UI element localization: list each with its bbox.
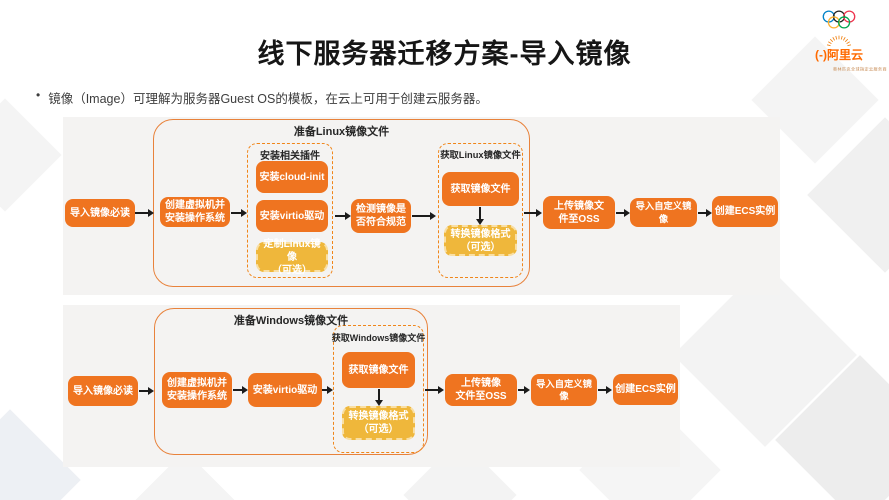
bullet-marker: • <box>36 88 41 102</box>
flow-arrow-right <box>518 389 524 391</box>
node-import-custom-image: 导入自定义镜像 <box>531 374 597 406</box>
node-install-cloud-init: 安装cloud-init <box>256 161 328 193</box>
flow-arrow-right <box>135 212 148 214</box>
flow-arrow-right <box>598 389 606 391</box>
brand-tagline: 奥林匹克全球指定云服务商 <box>833 67 888 72</box>
node-import-guide: 导入镜像必读 <box>68 376 138 406</box>
page-title: 线下服务器迁移方案-导入镜像 <box>257 39 632 69</box>
node-upload-oss: 上传镜像 文件至OSS <box>445 374 517 406</box>
node-customize-linux-image: 定制Linux镜像 （可选） <box>256 239 328 276</box>
node-import-guide: 导入镜像必读 <box>65 199 135 227</box>
flow-arrow-down <box>479 207 481 219</box>
plugins-group-label: 安装相关插件 <box>260 151 320 162</box>
flow-arrow-right <box>524 212 536 214</box>
node-create-vm: 创建虚拟机并 安装操作系统 <box>160 197 230 227</box>
flow-arrow-right <box>698 212 706 214</box>
windows-container <box>154 308 428 455</box>
flow-arrow-right <box>335 215 345 217</box>
decorative-diamond <box>0 98 62 212</box>
bullet-line: • 镜像（Image）可理解为服务器Guest OS的模板，在云上可用于创建云服… <box>36 88 488 107</box>
plugins-group <box>247 143 333 278</box>
node-create-ecs: 创建ECS实例 <box>712 196 778 227</box>
node-create-vm: 创建虚拟机并 安装操作系统 <box>162 372 232 408</box>
olympic-rings-icon <box>822 10 856 47</box>
windows-container-label: 准备Windows镜像文件 <box>233 315 349 327</box>
alibaba-cloud-logo: (-)阿里云 奥林匹克全球指定云服务商 <box>800 10 887 72</box>
node-check-image: 检测镜像是 否符合规范 <box>351 199 411 233</box>
node-convert-format: 转换镜像格式 （可选） <box>342 406 415 440</box>
acquire-windows-group-label: 获取Windows镜像文件 <box>331 333 426 343</box>
flow-arrow-right <box>425 389 438 391</box>
linux-container <box>153 119 530 287</box>
node-get-image-file: 获取镜像文件 <box>442 172 519 206</box>
flow-arrow-right <box>231 212 241 214</box>
acquire-windows-group <box>333 325 424 453</box>
node-create-ecs: 创建ECS实例 <box>613 374 678 405</box>
node-install-virtio: 安装virtio驱动 <box>256 200 328 232</box>
rays-icon <box>826 35 852 47</box>
brand-wordmark: (-)阿里云 <box>815 48 863 62</box>
flow-arrow-right <box>616 212 624 214</box>
linux-container-label: 准备Linux镜像文件 <box>293 126 390 138</box>
flow-arrow-right <box>139 390 148 392</box>
acquire-linux-group <box>438 143 523 278</box>
flow-arrow-right <box>233 389 242 391</box>
node-convert-format: 转换镜像格式 （可选） <box>444 225 517 256</box>
node-get-image-file: 获取镜像文件 <box>342 352 415 388</box>
flow-arrow-right <box>322 389 327 391</box>
bullet-text: 镜像（Image）可理解为服务器Guest OS的模板，在云上可用于创建云服务器… <box>48 92 488 106</box>
flow-arrow-right <box>412 215 430 217</box>
acquire-linux-group-label: 获取Linux镜像文件 <box>440 150 521 160</box>
node-upload-oss: 上传镜像文 件至OSS <box>543 196 615 229</box>
node-import-custom-image: 导入自定义镜像 <box>630 198 697 227</box>
flow-arrow-down <box>378 389 380 400</box>
node-install-virtio: 安装virtio驱动 <box>248 373 322 407</box>
